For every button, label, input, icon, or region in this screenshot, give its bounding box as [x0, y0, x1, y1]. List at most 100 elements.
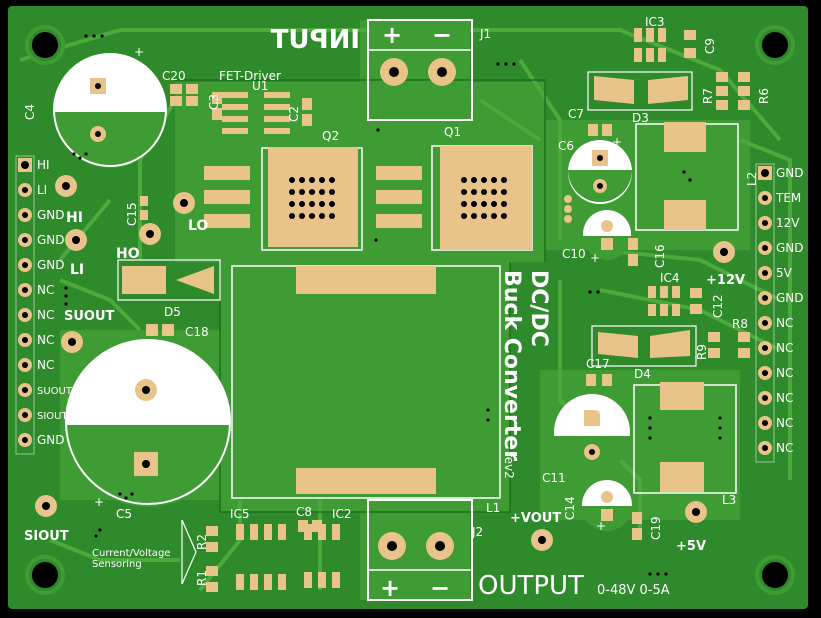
input-label: INPUT [270, 25, 360, 55]
left-pin-label-8: NC [37, 358, 54, 372]
svg-text:+: + [94, 495, 104, 509]
output-label: OUTPUT [478, 571, 584, 601]
right-pin-label-5: GND [776, 291, 804, 305]
capacitor-c11 [554, 394, 630, 474]
tp-vout: +VOUT [510, 511, 561, 526]
tp-li: LI [70, 262, 84, 278]
ref-j2: J2 [471, 525, 483, 539]
ref-d4: D4 [634, 367, 651, 381]
tp-12v: +12V [706, 273, 745, 288]
ref-u1: U1 [252, 79, 268, 93]
ref-c2: C2 [287, 106, 301, 122]
ref-c5: C5 [116, 507, 132, 521]
ref-c16: C16 [653, 244, 667, 268]
ref-r2: R2 [195, 534, 209, 550]
right-pin-label-0: GND [776, 166, 804, 180]
capacitor-c5 [65, 339, 231, 507]
ref-c11: C11 [542, 471, 566, 485]
ref-c9: C9 [703, 38, 717, 54]
ref-c12: C12 [711, 294, 725, 318]
ref-q2: Q2 [322, 129, 339, 143]
fet-driver-label: FET-Driver [219, 69, 281, 83]
board-title-buck: Buck Converter [499, 270, 524, 461]
ref-d5: D5 [164, 305, 181, 319]
left-pin-label-10: SIOUT [37, 411, 68, 422]
left-pin-label-0: HI [37, 158, 50, 172]
right-pin-label-11: NC [776, 441, 793, 455]
ref-c6: C6 [558, 139, 574, 153]
left-pin-label-6: NC [37, 308, 54, 322]
board-revision: rev2 [502, 452, 516, 479]
capacitor-c4 [53, 53, 167, 168]
mosfet-q2 [204, 147, 363, 251]
vias [64, 34, 722, 576]
j1-terminal-minus: − [432, 21, 452, 49]
inductor-l3 [633, 382, 737, 494]
ref-c4: C4 [23, 104, 37, 120]
sensing-label-1: Current/Voltage [92, 548, 170, 559]
capacitor-c6 [568, 140, 632, 204]
j2-terminal-plus: + [380, 574, 400, 602]
right-pin-label-8: NC [776, 366, 793, 380]
right-pin-label-7: NC [776, 341, 793, 355]
inductor-l1 [231, 265, 501, 499]
ref-c19: C19 [649, 516, 663, 540]
ic-ic5 [236, 524, 286, 590]
ref-j1: J1 [479, 27, 491, 41]
ref-c10: C10 [562, 247, 586, 261]
left-pin-label-2: GND [37, 208, 65, 222]
ref-l1: L1 [486, 501, 500, 515]
mounting-holes [25, 25, 795, 595]
j1-terminal-plus: + [382, 21, 402, 49]
left-pin-label-9: SUOUT [37, 386, 73, 397]
left-pin-header [15, 155, 35, 455]
ref-c3: C3 [207, 94, 221, 110]
ref-l3: L3 [722, 493, 736, 507]
right-pin-header [755, 163, 775, 463]
ic-ic4 [648, 286, 702, 316]
sensing-arrow-icon [181, 519, 197, 585]
board-title-dcdc: DC/DC [526, 270, 551, 347]
ref-r1: R1 [195, 570, 209, 586]
ref-c20: C20 [162, 69, 186, 83]
ref-c8: C8 [296, 505, 312, 519]
smd-passives [140, 72, 750, 592]
left-pin-label-4: GND [37, 258, 65, 272]
left-pin-label-1: LI [37, 183, 47, 197]
ref-d3: D3 [632, 111, 649, 125]
capacitor-c10 [583, 210, 631, 260]
ref-ic4: IC4 [660, 271, 680, 285]
tp-siout: SIOUT [24, 529, 69, 544]
right-pin-label-2: 12V [776, 216, 800, 230]
ref-r6: R6 [757, 88, 771, 104]
svg-text:+: + [596, 519, 606, 533]
ic-ic3 [634, 28, 696, 62]
right-pin-label-10: NC [776, 416, 793, 430]
ref-c15: C15 [125, 202, 139, 226]
diode-d5 [117, 259, 221, 301]
right-pin-label-1: TEM [775, 191, 801, 205]
svg-text:+: + [134, 45, 144, 59]
right-pin-label-6: NC [776, 316, 793, 330]
right-header-labels: GND TEM 12V GND 5V GND NC NC NC NC NC NC [775, 166, 804, 455]
sensing-label-2: Sensoring [92, 559, 142, 570]
tp-5v: +5V [676, 539, 706, 554]
diode-d3 [587, 71, 693, 111]
ref-l2: L2 [745, 172, 759, 186]
tp-lo: LO [188, 218, 208, 234]
ref-ic3: IC3 [645, 15, 665, 29]
left-pin-label-7: NC [37, 333, 54, 347]
right-pin-label-9: NC [776, 391, 793, 405]
ref-c14: C14 [563, 496, 577, 520]
ref-c7: C7 [568, 107, 584, 121]
ic-u1 [222, 92, 290, 134]
svg-text:+: + [590, 251, 600, 265]
right-pin-label-4: 5V [776, 266, 793, 280]
left-pin-label-3: GND [37, 233, 65, 247]
tp-hi: HI [66, 210, 83, 226]
terminal-j2 [367, 499, 473, 601]
inductor-l2 [635, 122, 739, 231]
right-pin-label-3: GND [776, 241, 804, 255]
